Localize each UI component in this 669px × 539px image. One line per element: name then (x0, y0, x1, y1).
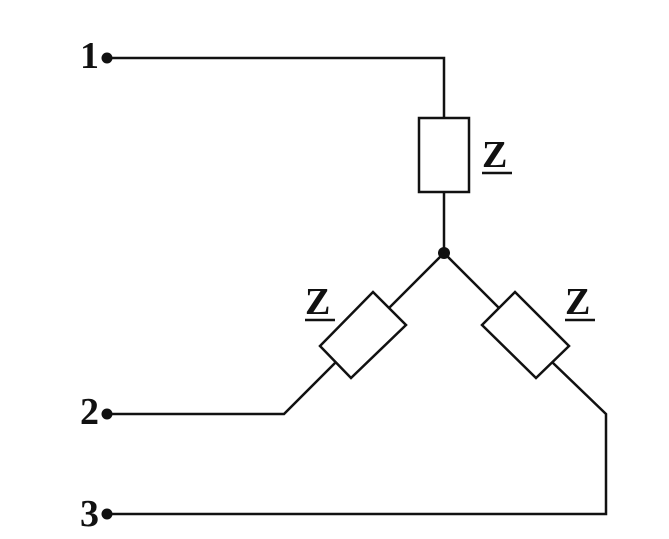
terminal-3-label: 3 (80, 493, 99, 535)
impedance-left-label: Z (305, 281, 330, 323)
impedance-left (318, 290, 408, 380)
wire-terminal-3 (107, 361, 608, 516)
impedance-top-label: Z (482, 134, 507, 176)
wire-terminal-1 (107, 56, 446, 118)
impedance-right-label: Z (565, 281, 590, 323)
wire-terminal-2 (107, 361, 337, 416)
terminal-2-label: 2 (80, 391, 99, 433)
impedance-right (480, 290, 571, 380)
wire-star-to-right (443, 252, 500, 309)
terminal-1-label: 1 (80, 35, 99, 77)
wire-star-to-left (388, 252, 445, 309)
impedance-top (417, 116, 471, 194)
